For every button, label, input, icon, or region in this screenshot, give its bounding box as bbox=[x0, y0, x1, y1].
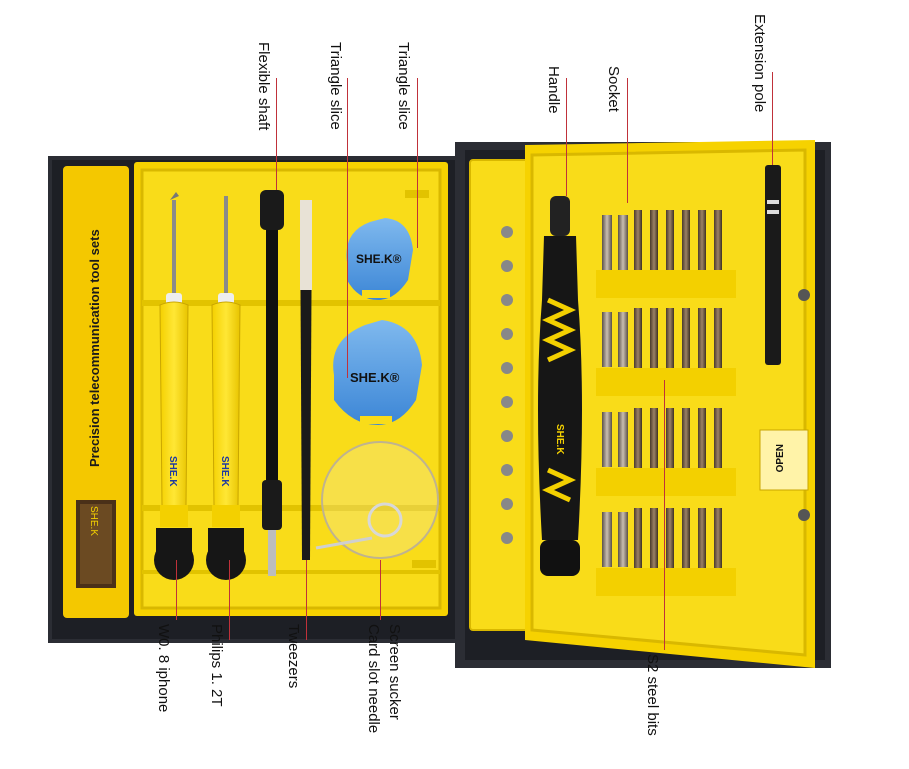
callout-s2-steel-bits: S2 steel bits bbox=[644, 654, 661, 736]
callout-triangle-slice-2: Triangle slice bbox=[395, 42, 412, 130]
callout-philips: Philips 1. 2T bbox=[208, 624, 225, 707]
leader-tweezers bbox=[306, 560, 307, 640]
callout-wo8-iphone: W0. 8 iphone bbox=[155, 624, 172, 713]
screen-sucker bbox=[315, 441, 439, 559]
handle bbox=[538, 196, 582, 576]
flexible-shaft bbox=[260, 190, 284, 576]
callout-socket: Socket bbox=[605, 66, 622, 112]
side-title: Precision telecommunication tool sets bbox=[87, 229, 102, 468]
leader-socket bbox=[627, 78, 628, 203]
screwdriver-brand-philips: SHE.K bbox=[219, 456, 230, 487]
callout-screen-sucker: Screen sucker bbox=[386, 624, 403, 720]
bit-rows bbox=[596, 210, 736, 596]
leader-handle bbox=[566, 78, 567, 196]
callout-triangle-slice-1: Triangle slice bbox=[327, 42, 344, 130]
extension-pole bbox=[765, 165, 781, 365]
leader-screen-sucker bbox=[380, 560, 381, 620]
leader-philips bbox=[229, 560, 230, 640]
leader-s2-bits bbox=[664, 380, 665, 650]
handle-brand: SHE.K bbox=[554, 424, 565, 455]
leader-triangle-slice-1 bbox=[347, 78, 348, 378]
callout-flexible-shaft: Flexible shaft bbox=[255, 42, 272, 131]
mini-bits-column bbox=[501, 226, 513, 544]
triangle-slice-bottom bbox=[333, 320, 422, 425]
triangle-brand-top: SHE.K® bbox=[356, 252, 402, 266]
screwdriver-brand-w08: SHE.K bbox=[167, 456, 178, 487]
leader-triangle-slice-2 bbox=[417, 78, 418, 248]
tweezers bbox=[300, 200, 312, 560]
leader-extension-pole bbox=[772, 72, 773, 165]
callout-handle: Handle bbox=[545, 66, 562, 114]
open-label: OPEN bbox=[775, 444, 786, 473]
screwdriver-philips bbox=[206, 196, 246, 580]
triangle-slice-top bbox=[346, 218, 413, 300]
leader-wo8 bbox=[176, 560, 177, 620]
screwdriver-w08 bbox=[154, 192, 194, 580]
callout-extension-pole: Extension pole bbox=[751, 14, 768, 113]
badge-text: SHE.K bbox=[88, 506, 99, 537]
callout-tweezers: Tweezers bbox=[285, 624, 302, 689]
leader-flexible-shaft bbox=[276, 78, 277, 190]
callout-card-slot-needle: Card slot needle bbox=[365, 624, 382, 734]
triangle-brand-bottom: SHE.K® bbox=[350, 370, 400, 385]
